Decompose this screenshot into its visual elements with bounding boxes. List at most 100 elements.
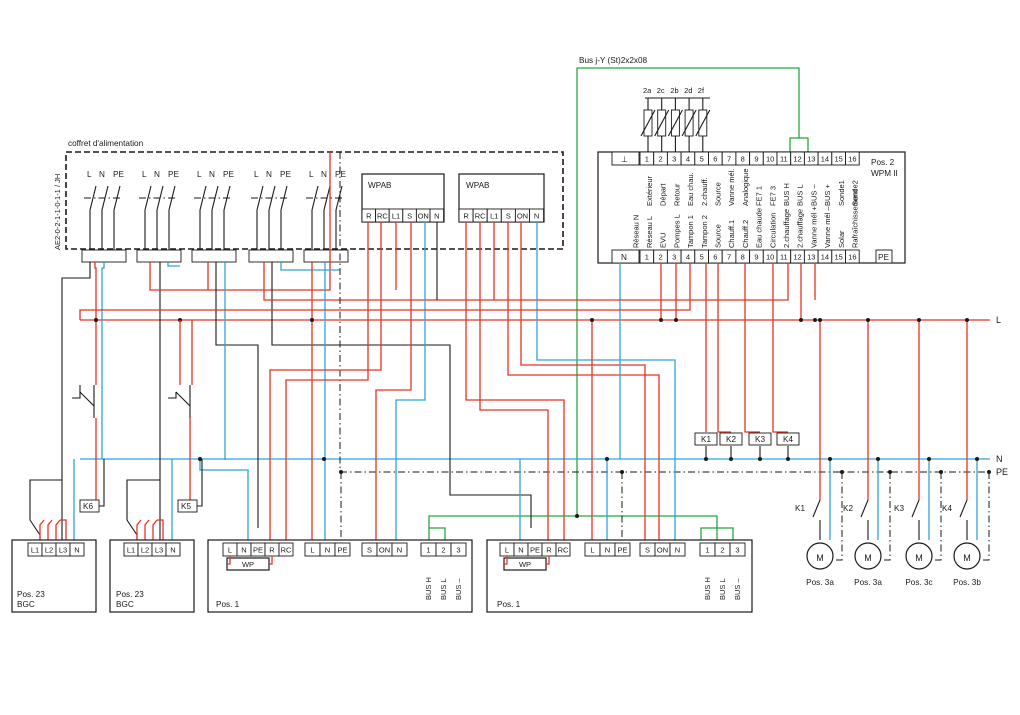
k5-label: K5 <box>181 502 191 511</box>
wpm-pos: Pos. 2 <box>871 158 895 167</box>
wpm-bottom-terminal-label: 7 <box>727 253 731 262</box>
motor-letter: M <box>963 553 971 563</box>
switch-terminal-label: L <box>254 170 259 179</box>
wpm-bottom-function: Chauff.2 <box>741 220 750 248</box>
wpm-top-function: BUS L <box>796 184 805 206</box>
wpab1-terminal-label: L1 <box>392 212 400 221</box>
motor-switch-blade <box>959 499 968 518</box>
unit-ctrl-terminal-cell <box>669 542 686 557</box>
motor-symbol <box>806 542 834 570</box>
switch-terminal-block <box>81 249 127 263</box>
switch-terminal-label: N <box>321 170 327 179</box>
unit-bus-label: BUS H <box>424 577 433 600</box>
unit-ctrl-terminal-label: ON <box>657 546 668 555</box>
unit-bus-terminal-label: 3 <box>456 546 460 555</box>
wpm-bottom-function: EVU <box>659 233 668 248</box>
unit-power-terminal-label: L <box>228 546 232 555</box>
wpab2-terminal-label: S <box>506 212 511 221</box>
sensor-label: 2c <box>657 86 665 95</box>
wpm-wires <box>79 263 817 461</box>
motor-switch-blade <box>911 499 920 518</box>
motor-letter: M <box>816 553 824 563</box>
unit-supply-terminal-cell <box>614 542 631 557</box>
unit-bus-terminal-label: 2 <box>720 546 724 555</box>
unit-power-terminal-label: R <box>269 546 275 555</box>
wpm-top-terminal-label: 3 <box>672 155 676 164</box>
switch-terminal-label: N <box>99 170 105 179</box>
wpm-bottom-function: Vanne mél + <box>809 206 818 248</box>
relay-coil <box>719 432 743 446</box>
junction-dot <box>917 318 921 322</box>
relay-label: K4 <box>783 435 793 444</box>
sensor-label: 2b <box>670 86 678 95</box>
wpm-top-function: Source <box>714 182 723 206</box>
unit-pos: Pos. 1 <box>497 600 521 609</box>
k6-label: K6 <box>83 502 93 511</box>
rail-n-label: N <box>996 454 1003 464</box>
junction-dot <box>939 470 943 474</box>
motor-pos: Pos. 3b <box>953 578 981 587</box>
junction-dot <box>818 318 822 322</box>
unit-power-terminal-label: L <box>505 546 509 555</box>
wp-label: WP <box>242 560 254 569</box>
wpm-bottom-terminal-cell <box>845 249 860 264</box>
unit-ctrl-terminal-label: N <box>675 546 680 555</box>
switch-terminal-block <box>248 249 294 263</box>
wpm-top-function: Eau chau. <box>686 172 695 206</box>
motor-pos: Pos. 3c <box>905 578 932 587</box>
unit-supply-terminal-label: L <box>590 546 594 555</box>
junction-dot <box>840 470 844 474</box>
wpm-top-terminal-label: 7 <box>727 155 731 164</box>
switch-terminal-label: PE <box>113 170 124 179</box>
bgc-terminal-label: N <box>74 546 79 555</box>
switch-terminal-label: N <box>266 170 272 179</box>
wpm-top-function: BUS H <box>782 183 791 206</box>
supply-box: coffret d'alimentation AE2-0-2-1-1-0-1-1… <box>53 139 564 250</box>
unit-bus-terminal-label: 1 <box>705 546 709 555</box>
sensor-mark <box>695 109 711 137</box>
sensor-mark <box>681 109 697 137</box>
wpm-top-terminal-label: 4 <box>686 155 690 164</box>
switch-terminal-label: PE <box>280 170 291 179</box>
unit-power-terminal-label: N <box>518 546 523 555</box>
wpm-top-terminal-label: 6 <box>713 155 717 164</box>
unit-bus-label: BUS H <box>703 577 712 600</box>
wpm-bottom-pe: PE <box>878 253 889 262</box>
unit-bus-terminal-cell <box>729 542 746 557</box>
wpab1-terminal-label: RC <box>377 212 388 221</box>
switch-terminal-label: L <box>87 170 92 179</box>
unit-ctrl-terminal-label: S <box>645 546 650 555</box>
junction-dot <box>987 470 991 474</box>
unit-power-terminal-label: N <box>241 546 246 555</box>
bgc-terminal-label: L3 <box>59 546 67 555</box>
wpm-top-terminal-label: 12 <box>793 155 801 164</box>
wpm-top-terminal-label: 14 <box>821 155 829 164</box>
bgc-terminal-label: L2 <box>141 546 149 555</box>
switch-terminal-label: L <box>309 170 314 179</box>
wp-link <box>504 556 550 565</box>
wpm-top-function: Départ <box>659 183 668 206</box>
motor-relay-label: K4 <box>942 504 952 513</box>
wp-label: WP <box>519 560 531 569</box>
switch-terminal-label: PE <box>223 170 234 179</box>
switch-terminal-label: N <box>154 170 160 179</box>
wpm-bottom-function: Chauff.1 <box>727 220 736 248</box>
switch-terminal-label: L <box>142 170 147 179</box>
unit-supply-terminal-label: PE <box>617 546 627 555</box>
sensor-label: 2d <box>684 86 692 95</box>
switch-terminal-label: PE <box>168 170 179 179</box>
motor-pe <box>836 472 843 561</box>
wpm-top-function: BUS – <box>809 183 818 206</box>
switch-terminal-block <box>191 249 237 263</box>
wpm-name: WPM II <box>871 169 898 178</box>
bgc-name: BGC <box>116 600 134 609</box>
unit-bus-terminal-label: 3 <box>735 546 739 555</box>
wpm-top-function: FE7 1 <box>755 186 764 206</box>
motor-relay-label: K1 <box>795 504 805 513</box>
switch-terminal-label: PE <box>335 170 346 179</box>
wpm-bottom-function: Solar <box>837 230 846 248</box>
